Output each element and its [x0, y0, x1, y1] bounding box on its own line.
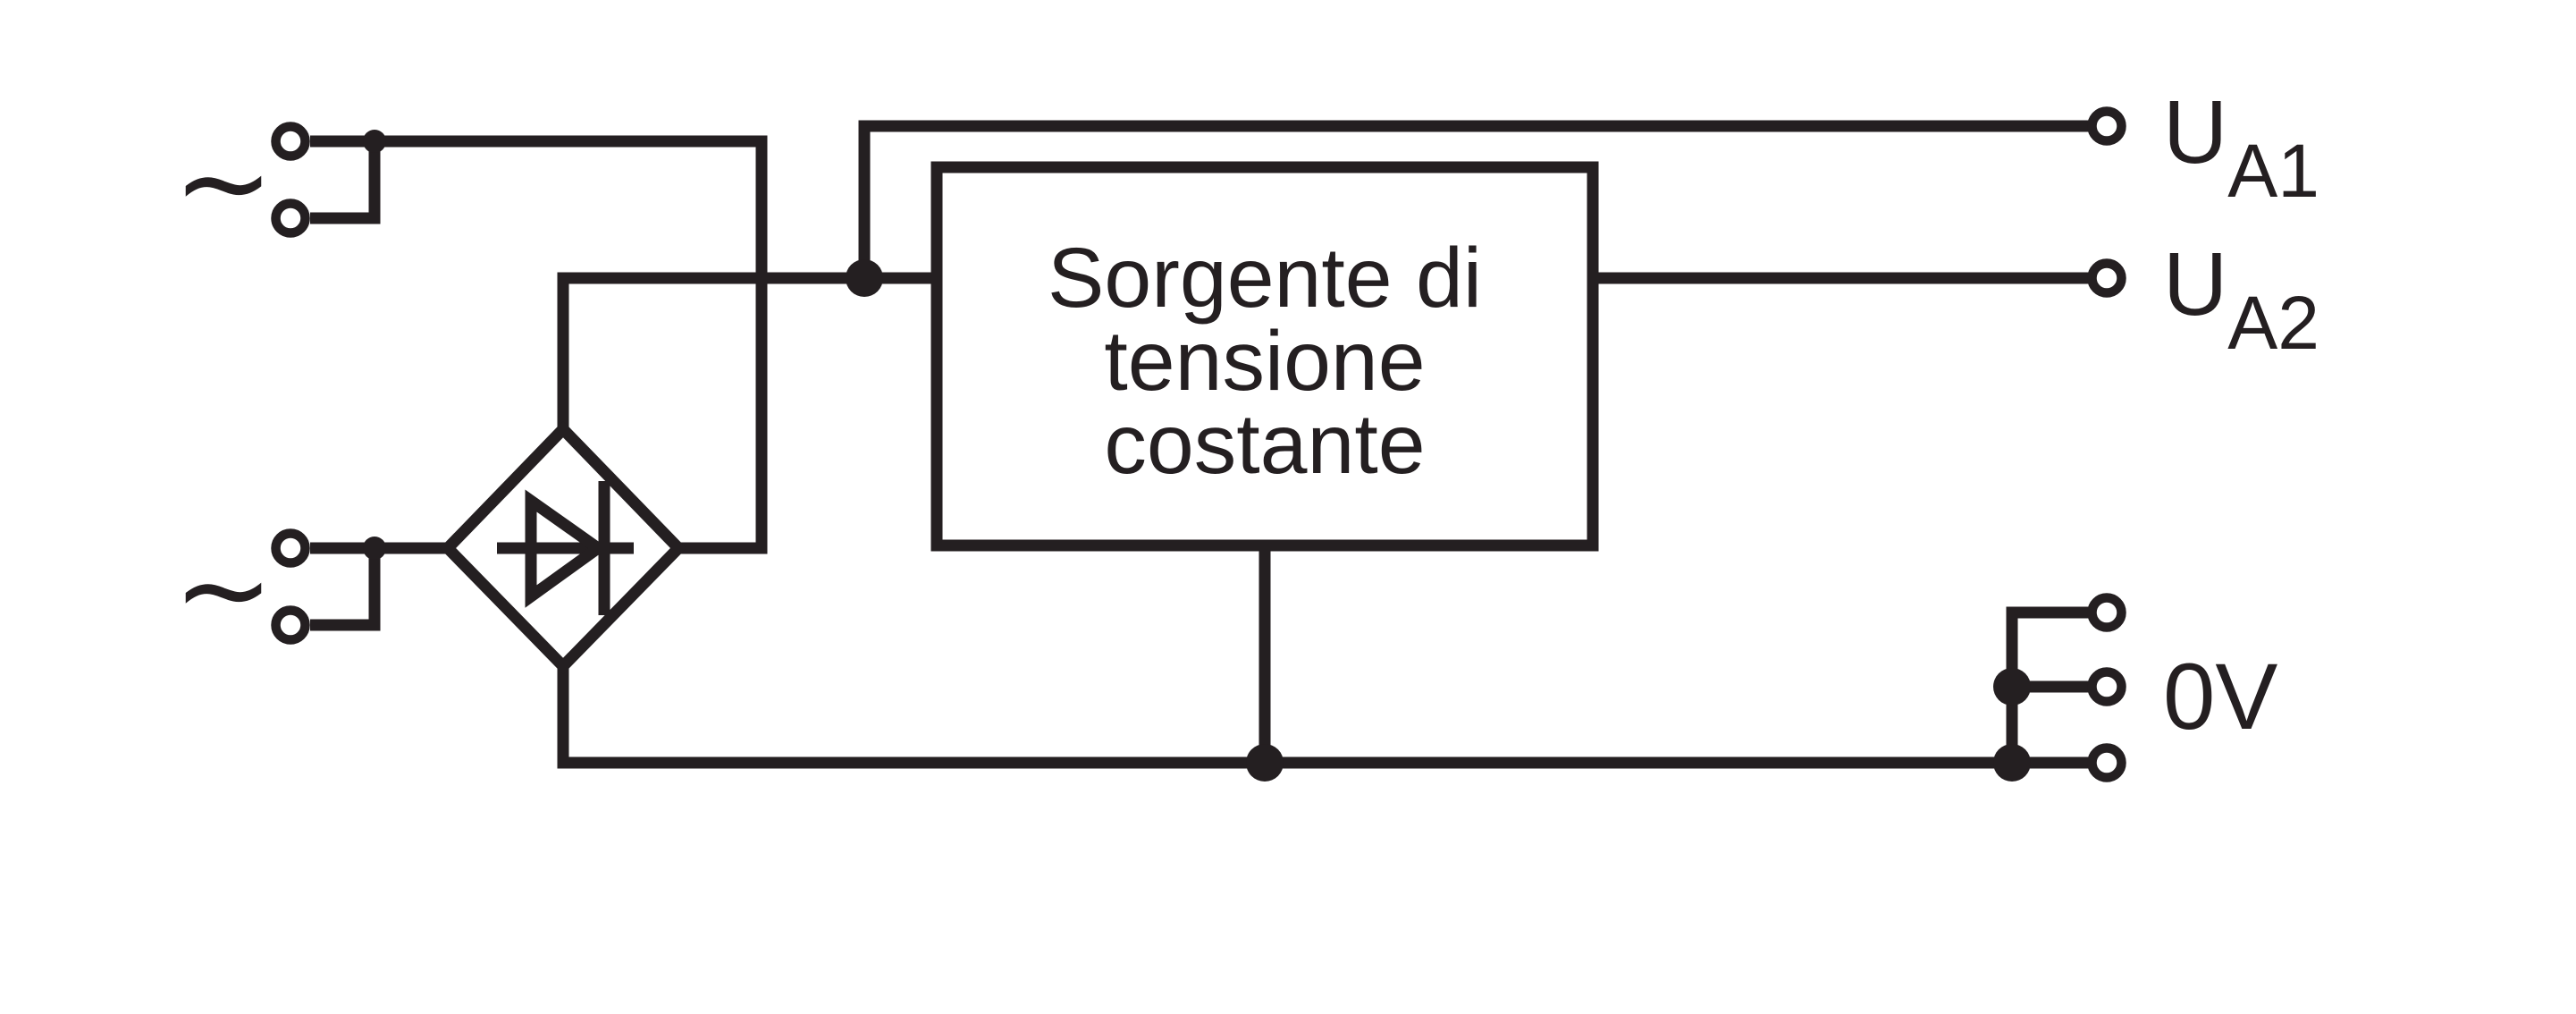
- ac1-terminal-top: [271, 122, 310, 161]
- wire-ac1-jumper: [310, 141, 381, 224]
- terminal-ua2: [2087, 258, 2126, 298]
- diode-triangle: [525, 489, 609, 608]
- junction-dot-0v-lower: [1993, 744, 2031, 782]
- ac1-tilde-symbol: ~: [173, 113, 274, 253]
- wire-ua1: [858, 120, 2092, 278]
- ac2-terminal-top: [271, 528, 310, 568]
- box-label-line-1: Sorgente di: [1048, 231, 1482, 325]
- junction-dot-0v-upper: [1993, 668, 2031, 706]
- wire-bottom-bus: [557, 666, 2012, 769]
- label-ua2-main: U: [2163, 234, 2227, 334]
- label-ua1-sub: A1: [2227, 129, 2319, 213]
- junction-dot-box-input: [846, 259, 883, 297]
- output-terminals: [2087, 106, 2126, 782]
- wire-0v-riser: [2006, 606, 2092, 763]
- box-label-line-3: costante: [1104, 397, 1425, 492]
- terminal-0v-bottom: [2087, 743, 2126, 782]
- wire-bridge-to-box: [557, 272, 937, 429]
- label-ua1-main: U: [2163, 82, 2227, 182]
- label-ua1: UA1: [2163, 82, 2319, 213]
- ac-input-1: ~: [173, 113, 310, 253]
- box-label-line-2: tensione: [1104, 314, 1425, 409]
- ac-input-2: ~: [173, 520, 310, 660]
- ac1-terminal-bottom: [271, 199, 310, 238]
- bridge-rectifier: [439, 420, 687, 675]
- source-box-outline: [930, 161, 1599, 552]
- wire-ac2-jumper: [310, 548, 381, 631]
- label-ua2: UA2: [2163, 234, 2319, 365]
- constant-voltage-source-box: Sorgente di tensione costante: [930, 161, 1599, 552]
- terminal-0v-top: [2087, 593, 2126, 632]
- ac2-terminal-bottom: [271, 605, 310, 645]
- diode-icon: [497, 481, 634, 615]
- junction-dot-bus: [1246, 744, 1284, 782]
- wire-ac1-to-bridge: [310, 135, 768, 554]
- ac2-tilde-symbol: ~: [173, 520, 274, 660]
- label-ua2-sub: A2: [2227, 281, 2319, 365]
- junction-dot-ac2: [363, 537, 386, 560]
- terminal-0v-middle: [2087, 667, 2126, 706]
- junction-dots: [363, 130, 2031, 782]
- label-0v: 0V: [2163, 645, 2277, 749]
- terminal-ua1: [2087, 106, 2126, 146]
- output-labels: UA1 UA2 0V: [2163, 82, 2319, 749]
- junction-dot-ac1: [363, 130, 386, 153]
